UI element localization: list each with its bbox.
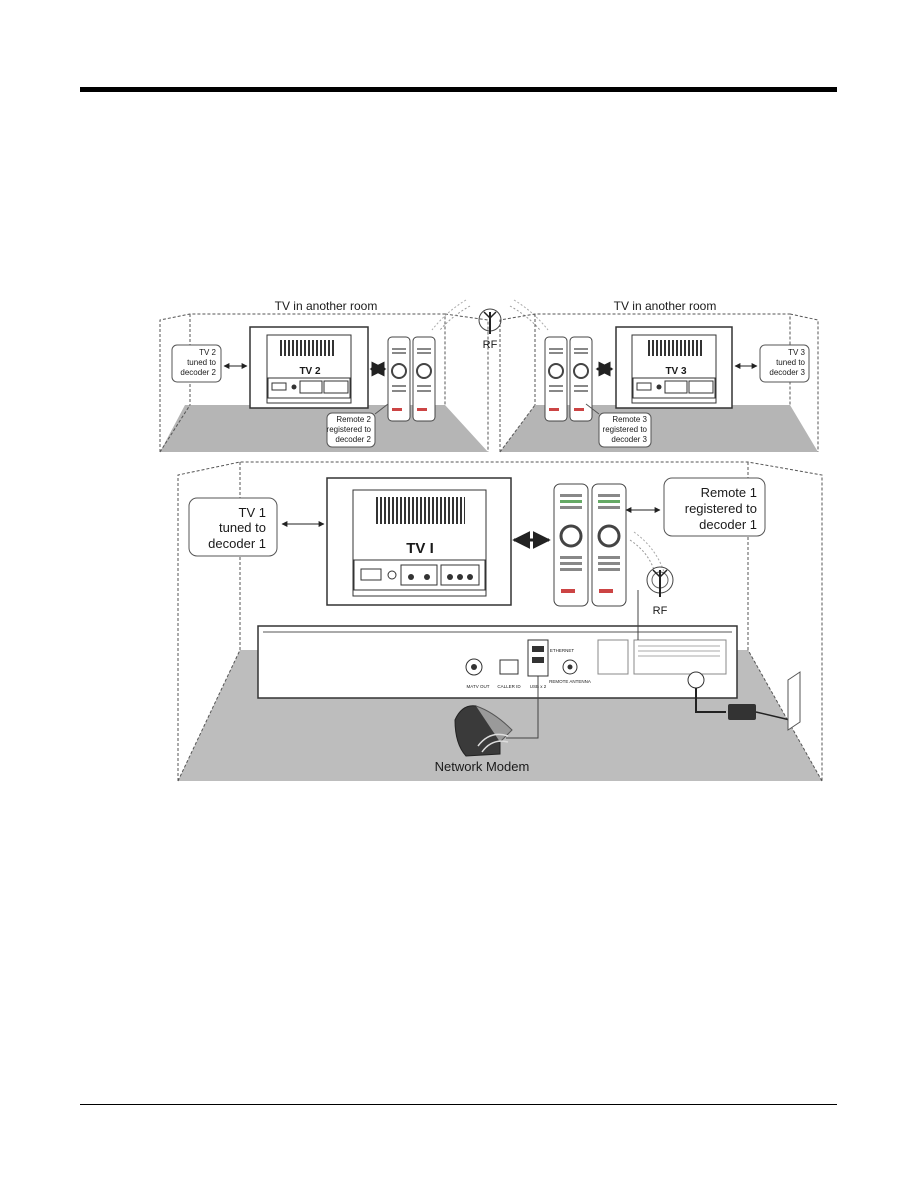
remote-2-note-line-1: Remote 2 — [336, 415, 371, 424]
remote-3-pair — [544, 336, 593, 422]
room-3: TV in another room — [499, 299, 819, 453]
header-rule — [80, 87, 837, 92]
footer-rule — [80, 1104, 837, 1105]
tv-1-note-line-3: decoder 1 — [208, 536, 266, 551]
tv-2-note: TV 2 tuned to decoder 2 — [171, 344, 248, 383]
tv-1-note-line-1: TV 1 — [239, 505, 266, 520]
remote-2-note-line-2: registered to — [327, 425, 372, 434]
tv-1-note: TV 1 tuned to decoder 1 — [188, 497, 325, 557]
tv-2-label: TV 2 — [299, 366, 321, 377]
main-room: TV 1 tuned to decoder 1 TV I — [177, 461, 823, 782]
tv-2: TV 2 — [249, 326, 369, 409]
remote-2-note-line-3: decoder 2 — [335, 435, 371, 444]
rf-antenna-main: RF — [646, 566, 674, 617]
tv-3-note-line-3: decoder 3 — [769, 368, 805, 377]
wall-socket — [787, 671, 801, 731]
port-caller-id: CALLER ID — [497, 684, 521, 689]
tv-1: TV I — [326, 477, 512, 606]
port-remote-antenna: REMOTE ANTENNA — [549, 679, 591, 684]
port-ethernet: ETHERNET — [550, 648, 575, 653]
center-rf-antenna: RF — [431, 299, 549, 351]
network-modem: Network Modem — [435, 705, 530, 774]
remote-3-note-line-2: registered to — [603, 425, 648, 434]
remote-3-note-line-1: Remote 3 — [612, 415, 647, 424]
modem-label: Network Modem — [435, 759, 530, 774]
remote-2-note: Remote 2 registered to decoder 2 — [326, 403, 389, 448]
tv-3-note: TV 3 tuned to decoder 3 — [734, 344, 810, 383]
remote-3-note: Remote 3 registered to decoder 3 — [585, 403, 652, 448]
power-cable — [695, 688, 726, 713]
remote-3-note-line-3: decoder 3 — [611, 435, 647, 444]
remote-1-note-line-3: decoder 1 — [699, 517, 757, 532]
rf-label-main: RF — [653, 605, 668, 617]
tv-3-note-line-2: tuned to — [776, 358, 805, 367]
tv-3-note-line-1: TV 3 — [788, 348, 805, 357]
remote-1-note: Remote 1 registered to decoder 1 — [625, 477, 766, 537]
remote-2-pair — [387, 336, 436, 422]
tv-2-note-line-1: TV 2 — [199, 348, 216, 357]
room-3-title: TV in another room — [614, 299, 717, 313]
power-adapter — [728, 704, 756, 720]
decoder-back-panel: MATV OUT CALLER ID USB x 2 ETHERNET REMO… — [257, 590, 738, 699]
center-rf-label: RF — [483, 339, 498, 351]
tv-1-note-line-2: tuned to — [219, 520, 266, 535]
ethernet-cable — [506, 676, 539, 739]
room-2: TV in another room TV 2 TV 2 tuned to de… — [159, 299, 489, 453]
tv-1-label: TV I — [406, 540, 434, 557]
tv-2-note-line-3: decoder 2 — [180, 368, 216, 377]
tv-2-note-line-2: tuned to — [187, 358, 216, 367]
tv-3: TV 3 — [615, 326, 733, 409]
remote-1-note-line-1: Remote 1 — [701, 485, 757, 500]
tv-3-label: TV 3 — [665, 366, 687, 377]
remote-1-pair — [553, 483, 665, 607]
remote-1-note-line-2: registered to — [685, 501, 757, 516]
port-matv-out: MATV OUT — [467, 684, 490, 689]
room-2-floor — [160, 405, 488, 452]
room-2-title: TV in another room — [275, 299, 378, 313]
